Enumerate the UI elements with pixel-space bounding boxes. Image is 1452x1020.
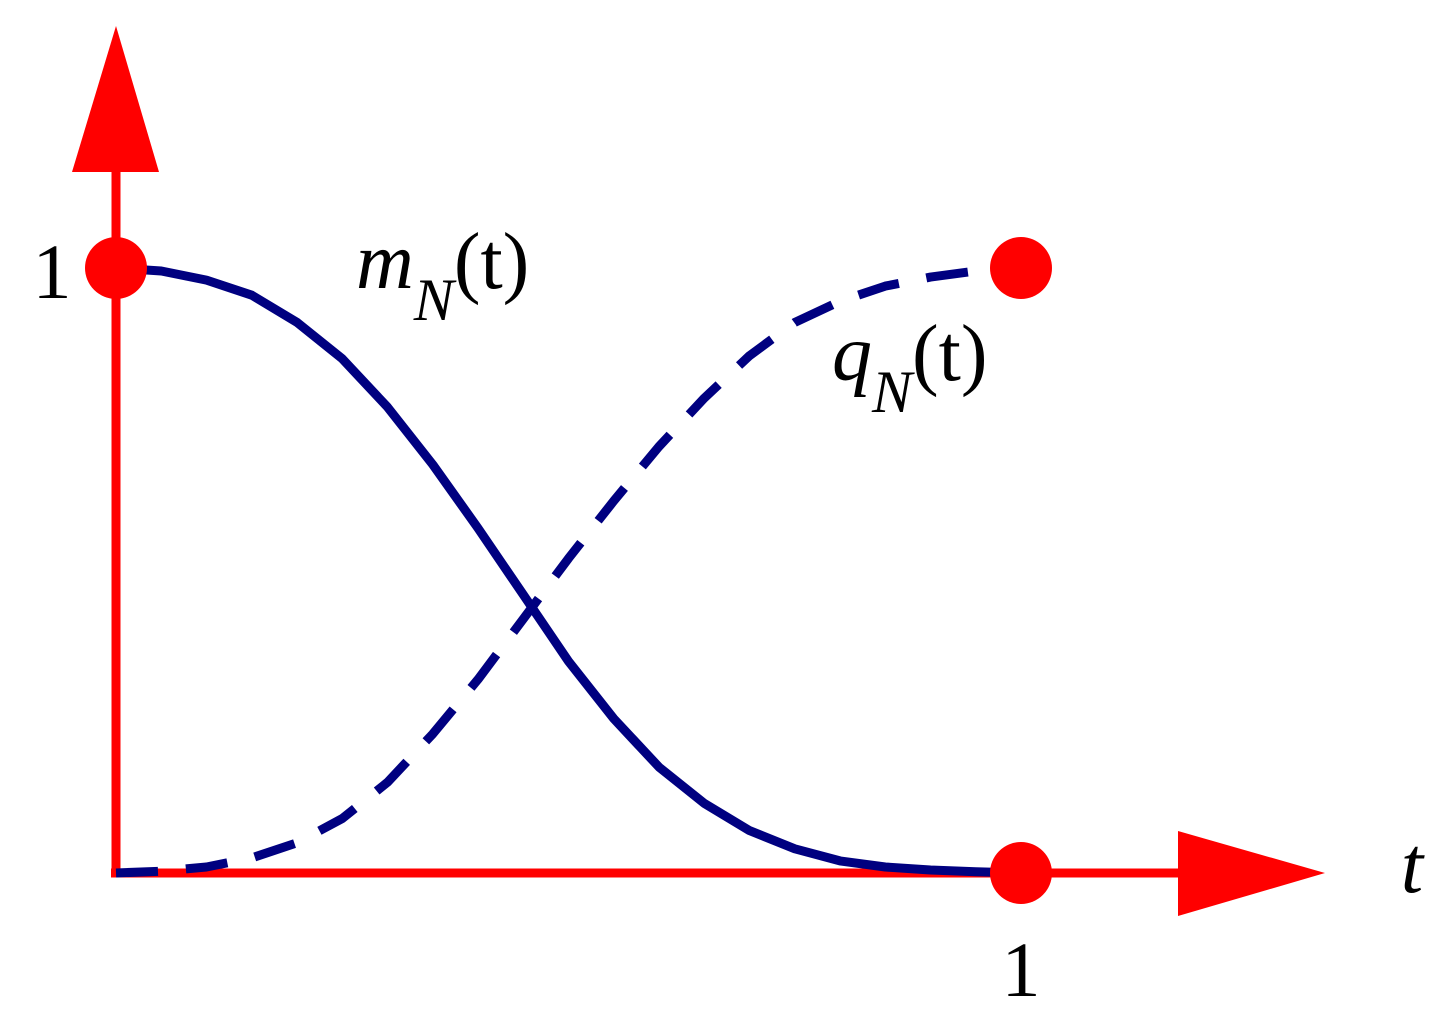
x-axis-label: t bbox=[1401, 822, 1425, 910]
q-series-label: qN(t) bbox=[832, 310, 988, 425]
markers-group bbox=[85, 237, 1052, 904]
y-tick-label: 1 bbox=[33, 228, 72, 315]
series-q-line bbox=[115, 263, 1022, 878]
q-label-subscript: N bbox=[871, 359, 915, 425]
m-label-base: m bbox=[356, 218, 414, 306]
x-axis-arrowhead bbox=[1178, 831, 1325, 916]
y-axis-arrowhead bbox=[72, 26, 159, 172]
series-group bbox=[111, 263, 1026, 878]
axes bbox=[72, 26, 1325, 916]
endpoint-marker bbox=[85, 237, 147, 299]
endpoint-marker bbox=[990, 237, 1052, 299]
x-tick-label: 1 bbox=[1002, 926, 1041, 1013]
m-label-args: (t) bbox=[454, 218, 530, 306]
q-label-args: (t) bbox=[912, 310, 988, 398]
m-series-label: mN(t) bbox=[356, 218, 529, 333]
m-label-subscript: N bbox=[413, 267, 457, 333]
series-m-line bbox=[111, 263, 1026, 878]
endpoint-marker bbox=[990, 842, 1052, 904]
q-label-base: q bbox=[832, 310, 872, 398]
